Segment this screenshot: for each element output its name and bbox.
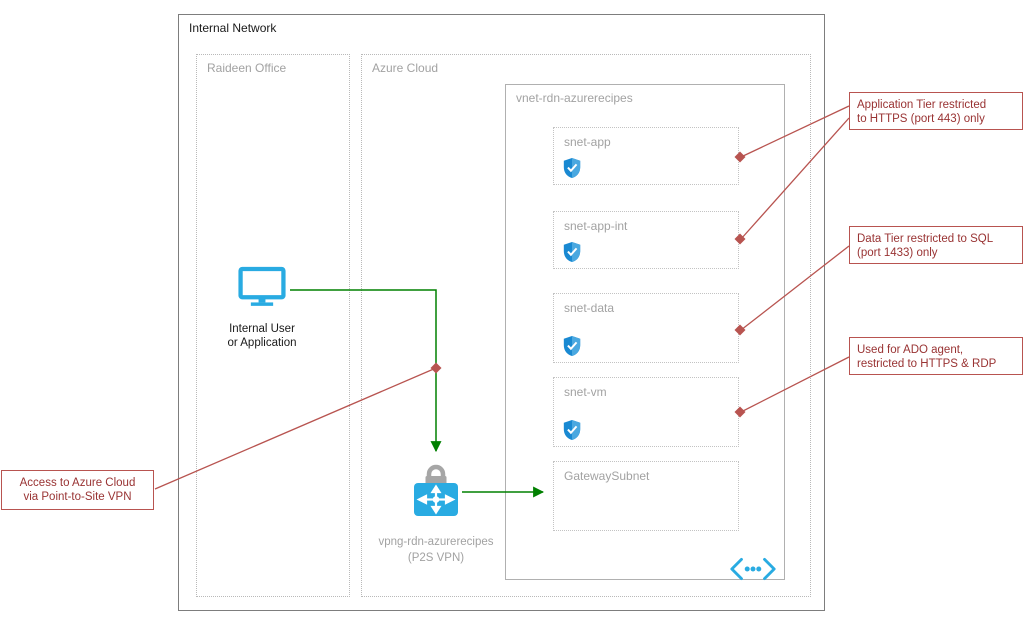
vnet-container: vnet-rdn-azurerecipes snet-app snet-app-… [505, 84, 785, 580]
subnet-snet-data: snet-data [553, 293, 739, 363]
vnet-label: vnet-rdn-azurerecipes [516, 91, 633, 105]
internal-network-label: Internal Network [189, 21, 277, 35]
internal-user-caption: Internal User or Application [227, 323, 297, 349]
nsg-shield-icon [563, 336, 581, 356]
subnet-snet-app: snet-app [553, 127, 739, 185]
subnet-snet-vm: snet-vm [553, 377, 739, 447]
nsg-shield-icon [563, 242, 581, 262]
annotation-vm-tier: Used for ADO agent, restricted to HTTPS … [849, 337, 1023, 375]
subnet-snet-app-int: snet-app-int [553, 211, 739, 269]
subnet-label: snet-app [564, 135, 611, 149]
subnet-label: snet-data [564, 301, 615, 315]
nsg-shield-icon [563, 420, 581, 440]
subnet-label: snet-app-int [564, 219, 628, 233]
vpn-gateway-caption: vpng-rdn-azurerecipes (P2S VPN) [378, 536, 494, 564]
subnet-label: snet-vm [564, 385, 607, 399]
subnet-gatewaysubnet: GatewaySubnet [553, 461, 739, 531]
vpn-gateway-lock-icon [414, 464, 458, 516]
annotation-data-tier: Data Tier restricted to SQL (port 1433) … [849, 226, 1023, 264]
virtual-network-icon [730, 557, 776, 581]
subnet-label: GatewaySubnet [564, 469, 650, 483]
nsg-shield-icon [563, 158, 581, 178]
raideen-office-label: Raideen Office [207, 61, 287, 75]
azure-cloud-label: Azure Cloud [372, 61, 439, 75]
annotation-p2s-vpn: Access to Azure Cloud via Point-to-Site … [1, 470, 154, 510]
annotation-app-tier: Application Tier restricted to HTTPS (po… [849, 92, 1023, 130]
monitor-icon [238, 266, 286, 306]
